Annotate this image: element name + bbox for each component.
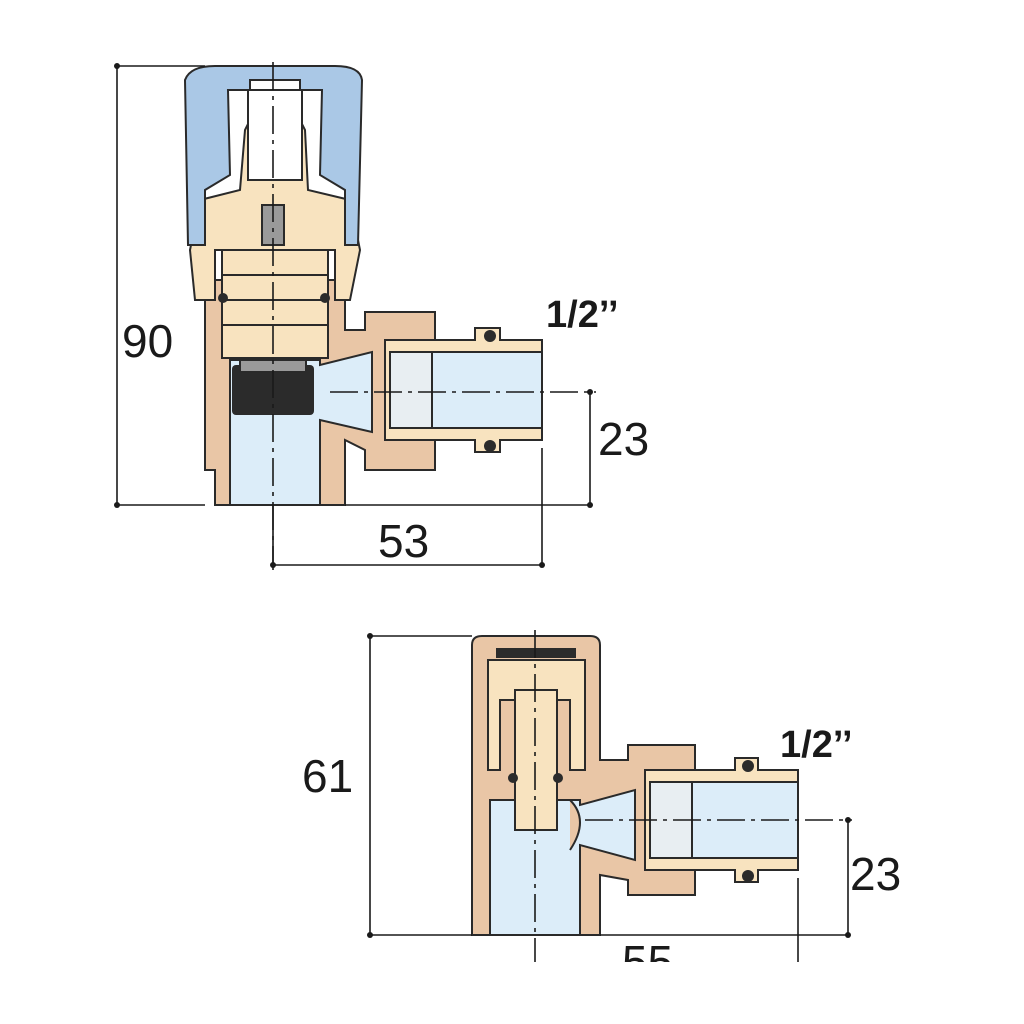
top-valve-cap-slot	[247, 89, 303, 181]
bottom-valve	[471, 630, 852, 962]
top-thread-label: 1/2’’	[546, 294, 619, 336]
top-height-label: 90	[122, 315, 173, 367]
top-valve-oring-left	[218, 293, 228, 303]
bottom-valve-stem	[514, 689, 558, 831]
top-dimensions: 90 23 53 1/2’’	[114, 63, 649, 568]
top-valve-cap[interactable]	[183, 65, 364, 246]
top-valve	[183, 62, 596, 570]
bottom-offset-label: 23	[850, 848, 901, 900]
top-valve-insert	[221, 249, 329, 359]
bottom-length-label: 55	[622, 936, 673, 988]
top-offset-label: 23	[598, 413, 649, 465]
bottom-valve-cap-ring	[496, 648, 576, 658]
top-length-label: 53	[378, 515, 429, 567]
bottom-height-label: 61	[302, 750, 353, 802]
bottom-dimensions: 61 23 55 1/2’’	[302, 633, 901, 988]
top-valve-oring-right	[320, 293, 330, 303]
bottom-valve-headwork	[487, 659, 586, 771]
bottom-thread-label: 1/2’’	[780, 724, 853, 766]
